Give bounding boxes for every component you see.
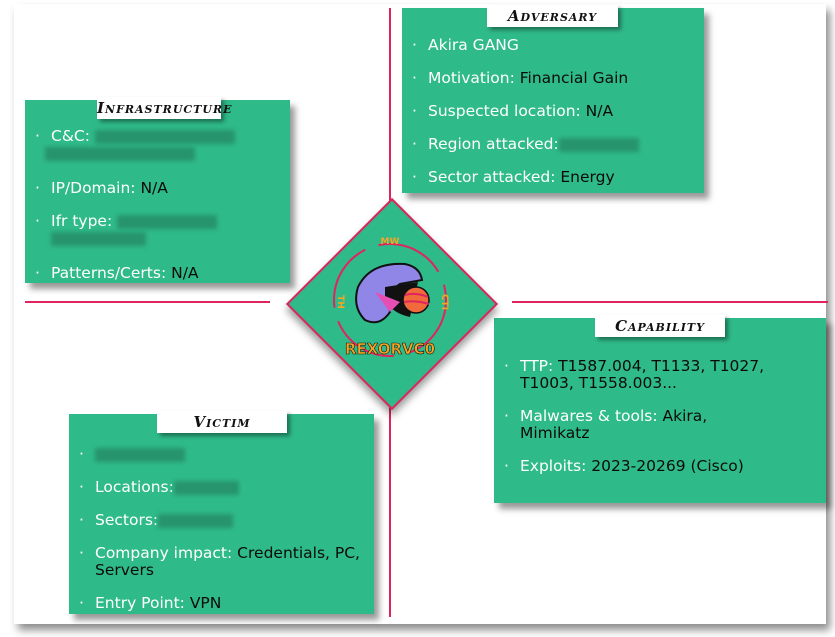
list-item: Entry Point: VPN (73, 595, 368, 613)
list-item: Exploits: 2023-20269 (Cisco) (498, 458, 818, 476)
logo-left-text: TH (335, 295, 345, 309)
capability-box: Capability TTP: T1587.004, T1133, T1027,… (494, 315, 826, 503)
axis-line-right (512, 301, 828, 303)
list-item (73, 446, 368, 463)
capability-title: Capability (595, 315, 725, 337)
victim-title: Victim (157, 411, 287, 433)
list-item: Sectors: (73, 512, 368, 529)
list-item: Ifr type: (29, 213, 284, 247)
trex-skull-icon (355, 262, 424, 324)
list-item: Patterns/Certs: N/A (29, 265, 284, 283)
adversary-title: Adversary (487, 5, 618, 27)
infrastructure-title: Infrastructure (97, 97, 233, 119)
axis-line-top (389, 8, 391, 210)
logo-right-text: CTI (439, 294, 449, 310)
list-item: Region attacked: (406, 136, 701, 153)
list-item: Malwares & tools: Akira, Mimikatz (498, 408, 780, 442)
list-item: Company impact: Credentials, PC, Servers (73, 545, 368, 579)
logo-name: REXORVC0 (345, 340, 435, 358)
adversary-box: Adversary Akira GANG Motivation: Financi… (402, 5, 704, 193)
axis-line-bottom (389, 395, 391, 617)
list-item: TTP: T1587.004, T1133, T1027, T1003, T15… (498, 358, 818, 392)
list-item: Motivation: Financial Gain (406, 70, 701, 88)
list-item: Suspected location: N/A (406, 103, 701, 121)
list-item: C&C: (29, 128, 284, 162)
rexorvc0-logo: MW TH CTI REXORVC0 (333, 237, 449, 358)
axis-line-left (25, 301, 270, 303)
logo-top-text: MW (381, 237, 400, 247)
victim-box: Victim Locations: Sectors: Company impac… (69, 411, 374, 614)
list-item: IP/Domain: N/A (29, 180, 284, 198)
list-item: Akira GANG (406, 37, 701, 55)
list-item: Sector attacked: Energy (406, 169, 701, 187)
infrastructure-box: Infrastructure C&C: IP/Domain: N/A Ifr t… (25, 97, 290, 283)
list-item: Locations: (73, 479, 368, 496)
planet-icon (402, 286, 430, 314)
